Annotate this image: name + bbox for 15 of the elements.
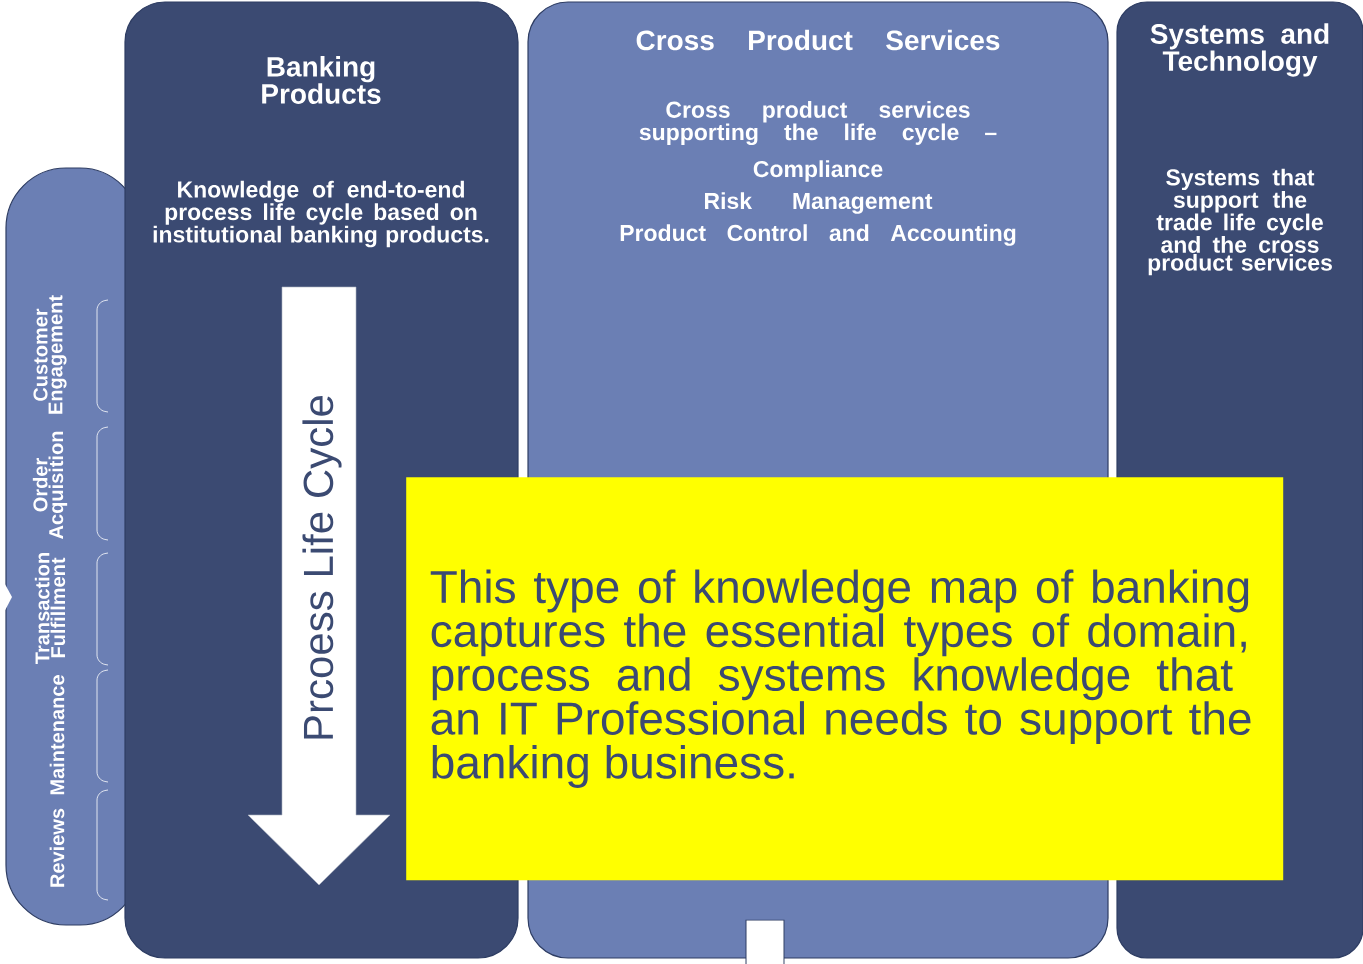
panel-heading: Cross Product Services <box>636 29 1000 51</box>
panel-text: Risk Management <box>705 192 933 214</box>
stage-label: Reviews <box>49 808 65 887</box>
stage-label: Maintenance <box>49 675 65 795</box>
stage-label: Customer Engagement <box>33 295 67 414</box>
callout-box: This type of knowledge map of banking captures the essential types of domain, process and systems knowledge that an IT Professional needs to support the banking business. <box>406 477 1284 881</box>
panel-text: Compliance <box>753 160 883 182</box>
stage-label: Transaction Fulfillment <box>34 553 66 664</box>
panel-heading: Banking Products <box>262 56 381 104</box>
panel-text: Knowledge of end-to-end process life cycle based on institutional banking products. <box>153 180 489 248</box>
panel-text: Systems that support the trade life cycle and the cross product services <box>1148 168 1332 276</box>
panel-text: Product Control and Accounting <box>620 224 1016 246</box>
panel-text: Cross product services supporting the life cycle – <box>639 101 997 145</box>
panel-heading: Systems and Technology <box>1150 23 1329 77</box>
stage-label: Order Acquisition <box>32 431 68 539</box>
